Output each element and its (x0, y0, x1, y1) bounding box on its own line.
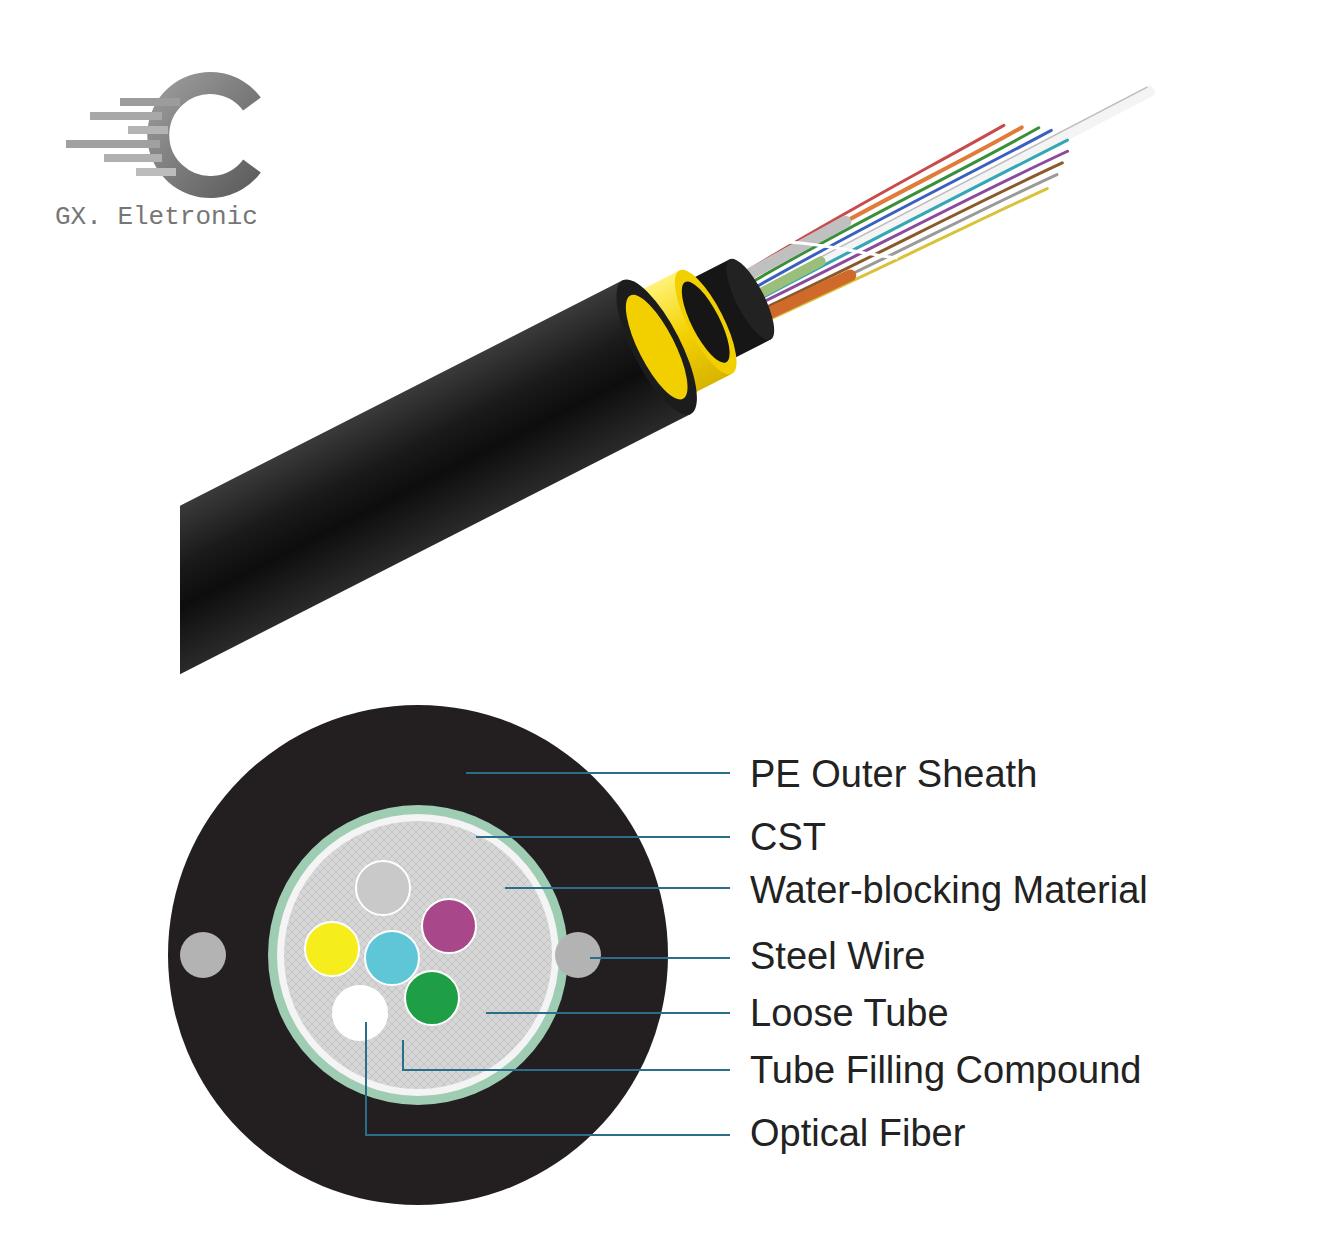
part-name: CST (750, 816, 826, 860)
part-name: PE Outer Sheath (750, 753, 1037, 797)
part-name: Optical Fiber (750, 1112, 965, 1156)
cable-cross-section (168, 705, 668, 1205)
part-name: Loose Tube (750, 992, 949, 1036)
leader-lines (366, 773, 730, 1135)
part-name: Steel Wire (750, 935, 925, 979)
logo-mark (66, 83, 252, 187)
part-name: Tube Filling Compound (750, 1049, 1141, 1093)
part-name: Water-blocking Material (750, 869, 1148, 913)
cable-3d-view (180, 28, 1185, 700)
brand-name: GX. Eletronic (55, 203, 258, 233)
